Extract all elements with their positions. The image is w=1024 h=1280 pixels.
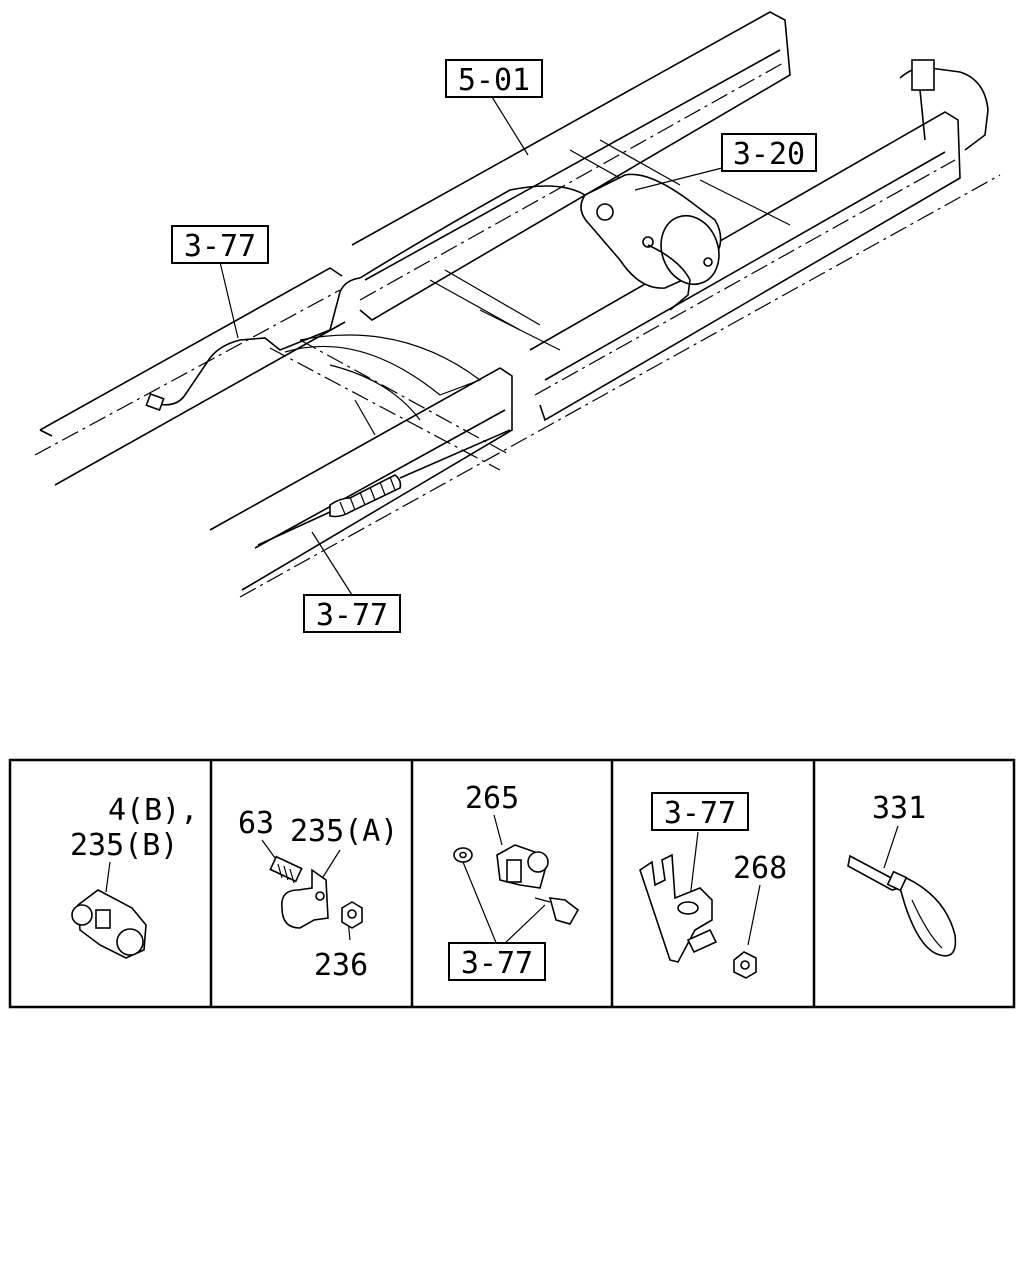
label-63: 63 xyxy=(238,806,274,841)
callout-3-77-upper[interactable]: 3-77 xyxy=(171,225,269,264)
panel-cable-tie-331: 331 xyxy=(847,791,957,957)
bracket-265 xyxy=(496,844,549,889)
washer xyxy=(453,847,473,863)
label-236: 236 xyxy=(314,948,368,983)
label-331: 331 xyxy=(872,791,926,826)
nut-268 xyxy=(733,951,757,979)
label-235a: 235(A) xyxy=(290,814,398,849)
callout-3-77-detail-b-label: 3-77 xyxy=(664,796,736,831)
label-235b: 235(B) xyxy=(70,828,178,863)
panel-clip-235b: 4(B), 235(B) xyxy=(70,793,198,959)
callout-3-77-detail-a[interactable]: 3-77 xyxy=(448,942,546,981)
bolt-265 xyxy=(534,897,580,925)
chassis-frame-drawing xyxy=(34,11,1001,598)
detail-panels xyxy=(8,758,1016,1009)
panel-bracket-265: 265 3-77 xyxy=(448,781,580,981)
callout-3-77-upper-label: 3-77 xyxy=(184,229,256,264)
clip-part xyxy=(71,889,147,959)
callout-5-01-label: 5-01 xyxy=(458,63,530,98)
label-268: 268 xyxy=(733,851,787,886)
callout-3-77-detail-b[interactable]: 3-77 xyxy=(651,792,749,831)
nut-236 xyxy=(341,901,363,929)
callout-3-77-lower[interactable]: 3-77 xyxy=(303,594,401,633)
clamp-235a xyxy=(281,868,329,929)
bolt-63 xyxy=(269,855,303,884)
callout-3-20-label: 3-20 xyxy=(733,137,805,172)
callout-3-77-lower-label: 3-77 xyxy=(316,598,388,633)
callout-5-01[interactable]: 5-01 xyxy=(445,59,543,98)
panel-bracket-268: 3-77 268 xyxy=(639,792,787,979)
cable-tie xyxy=(847,854,957,957)
bracket-part xyxy=(639,853,718,963)
label-4b: 4(B), xyxy=(108,793,198,828)
label-265: 265 xyxy=(465,781,519,816)
callout-3-77-detail-a-label: 3-77 xyxy=(461,946,533,981)
leader-lines xyxy=(219,96,723,596)
brake-cable xyxy=(257,429,511,546)
air-tank xyxy=(580,173,722,289)
callout-3-20[interactable]: 3-20 xyxy=(721,133,817,172)
panel-clamp-235a: 63 235(A) 236 xyxy=(238,806,398,983)
